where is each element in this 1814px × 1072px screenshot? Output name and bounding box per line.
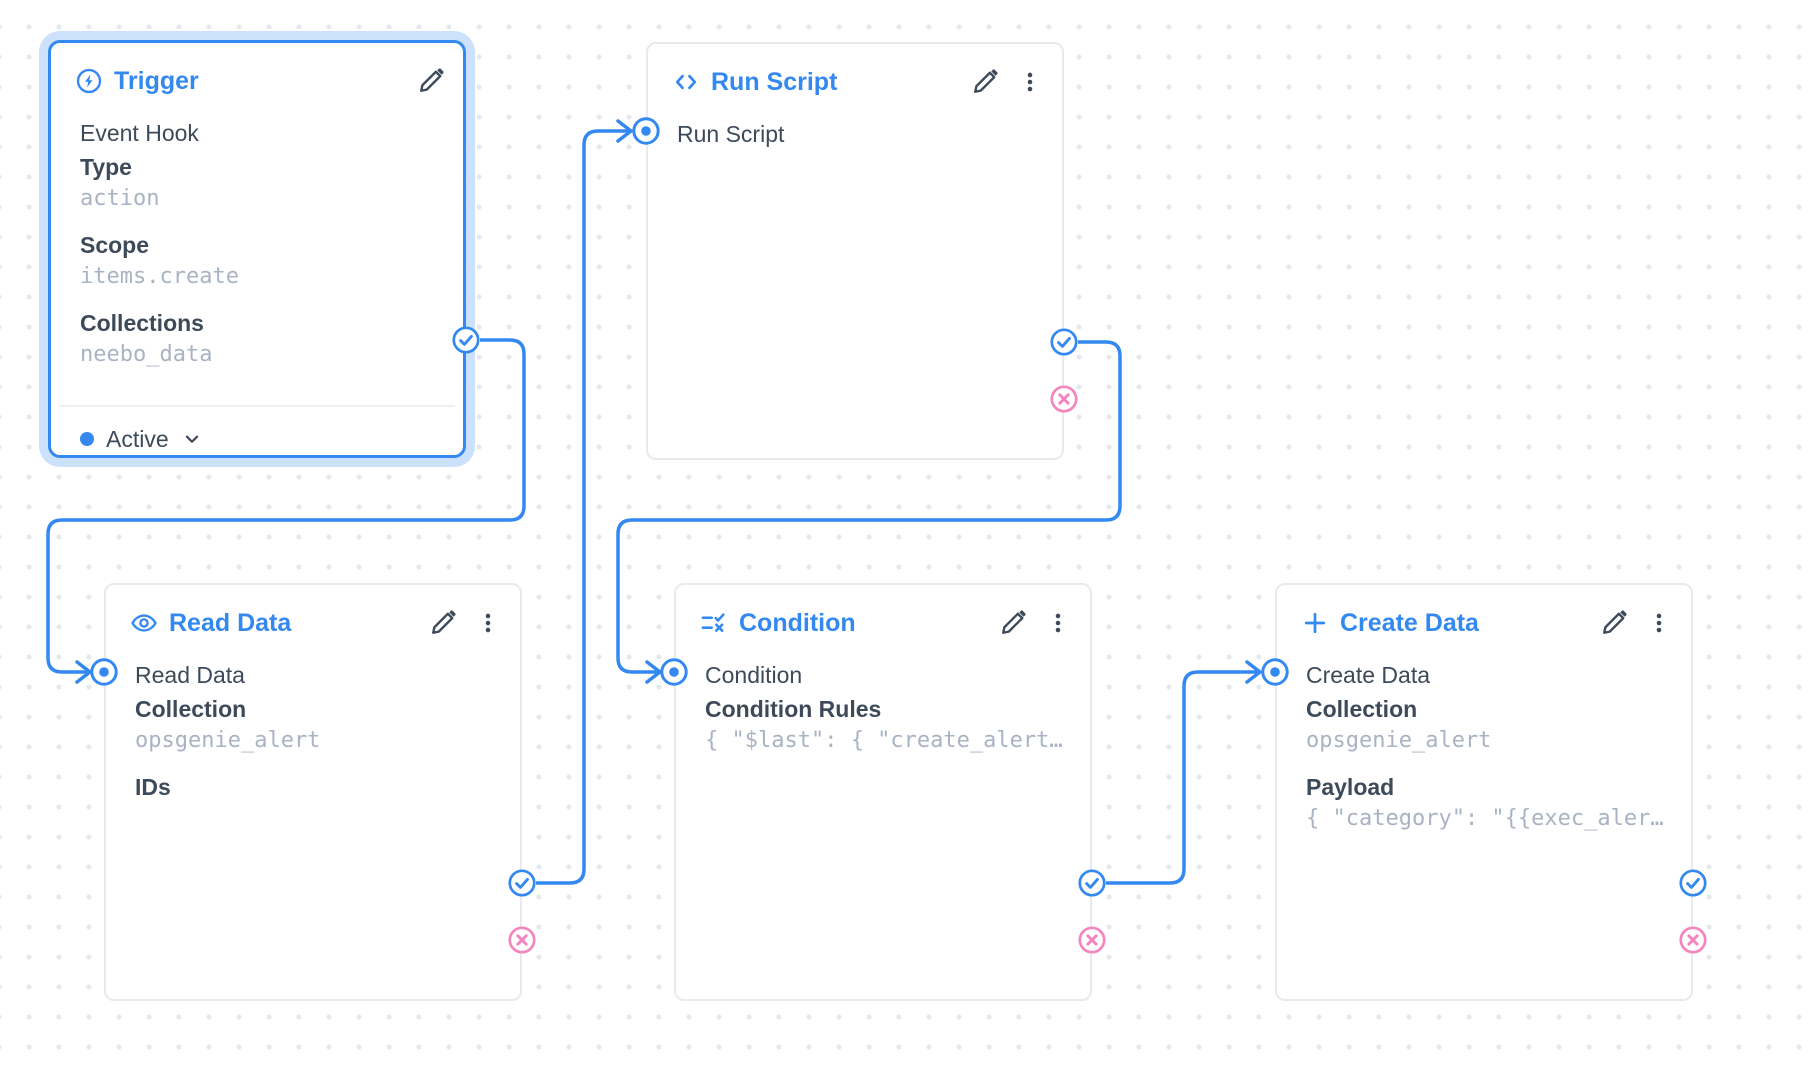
step-name: Condition [705,662,803,688]
node-title: Run Script [711,67,838,96]
node-trigger[interactable]: Trigger Event Hook Type action Scope ite… [48,40,466,458]
node-title: Condition [739,608,856,637]
menu-button[interactable] [1643,607,1675,639]
field-label: Condition Rules [705,696,882,722]
node-header: Create Data [1301,607,1675,639]
check-circle-icon [1078,869,1106,897]
reject-handle[interactable] [1049,384,1079,414]
field-label: Type [80,154,132,180]
status-toggle[interactable]: Active [80,424,203,454]
edit-button[interactable] [415,65,447,97]
menu-button[interactable] [1014,66,1046,98]
plus-icon [1301,609,1329,637]
status-dot-icon [80,432,94,446]
reject-handle[interactable] [1077,925,1107,955]
pencil-icon [974,69,998,93]
resolve-handle[interactable] [1049,327,1079,357]
check-circle-icon [508,869,536,897]
check-circle-icon [1679,869,1707,897]
x-circle-icon [1050,385,1078,413]
node-read-data[interactable]: Read Data Read Data Collection opsgenie_… [104,583,522,1001]
input-handle[interactable] [659,657,689,687]
node-condition[interactable]: Condition Condition Condition Rules { "$… [674,583,1092,1001]
status-label: Active [106,425,169,452]
kebab-menu-icon [1055,613,1061,633]
step-name: Run Script [677,121,785,147]
connection-condition-to-create-data [1106,670,1258,885]
x-circle-icon [1078,926,1106,954]
step-name: Create Data [1306,662,1431,688]
node-header: Read Data [130,607,504,639]
field-value: action [80,186,160,211]
dot-circle-icon [660,658,688,686]
dot-circle-icon [90,658,118,686]
dot-circle-icon [632,117,660,145]
connection-read-data-to-run-script [536,129,629,885]
field-label: IDs [135,774,171,800]
check-circle-icon [452,326,480,354]
edit-button[interactable] [997,607,1029,639]
input-handle[interactable] [1260,657,1290,687]
arrowhead-icon [645,660,662,684]
bolt-circle-icon [75,67,103,95]
field-label: Scope [80,232,150,258]
menu-button[interactable] [472,607,504,639]
code-icon [672,68,700,96]
arrowhead-icon [1245,660,1262,684]
step-name: Read Data [135,662,245,688]
kebab-menu-icon [485,613,491,633]
connection-run-script-to-condition [616,340,1122,674]
resolve-handle[interactable] [1678,868,1708,898]
arrowhead-icon [75,660,92,684]
resolve-handle[interactable] [451,325,481,355]
field-value: { "category": "{{exec_aler… [1306,806,1664,831]
pencil-icon [1603,610,1627,634]
divider [59,405,455,407]
node-header: Trigger [75,65,447,97]
reject-handle[interactable] [1678,925,1708,955]
field-label: Collection [135,696,247,722]
connection-trigger-to-read-data [46,338,526,674]
pencil-icon [432,610,456,634]
resolve-handle[interactable] [507,868,537,898]
field-value: { "$last": { "create_alert… [705,728,1063,753]
edit-button[interactable] [427,607,459,639]
node-create-data[interactable]: Create Data Create Data Collection opsge… [1275,583,1693,1001]
x-circle-icon [508,926,536,954]
edit-button[interactable] [1598,607,1630,639]
node-title: Read Data [169,608,292,637]
node-title: Create Data [1340,608,1479,637]
field-label: Payload [1306,774,1395,800]
reject-handle[interactable] [507,925,537,955]
check-circle-icon [1050,328,1078,356]
eye-icon [130,609,158,637]
pencil-icon [1002,610,1026,634]
input-handle[interactable] [89,657,119,687]
edit-button[interactable] [969,66,1001,98]
node-run-script[interactable]: Run Script Run Script [646,42,1064,460]
field-value: items.create [80,264,239,289]
menu-button[interactable] [1042,607,1074,639]
x-circle-icon [1679,926,1707,954]
node-header: Run Script [672,66,1046,98]
rule-icon [700,609,728,637]
node-header: Condition [700,607,1074,639]
resolve-handle[interactable] [1077,868,1107,898]
input-handle[interactable] [631,116,661,146]
trigger-type-label: Event Hook [80,120,199,146]
kebab-menu-icon [1027,72,1033,92]
arrowhead-icon [616,119,633,143]
field-value: neebo_data [80,342,213,367]
pencil-icon [420,68,444,92]
field-value: opsgenie_alert [135,728,321,753]
kebab-menu-icon [1656,613,1662,633]
field-label: Collections [80,310,204,336]
node-title: Trigger [114,66,199,95]
field-label: Collection [1306,696,1418,722]
chevron-down-icon [185,435,198,443]
dot-circle-icon [1261,658,1289,686]
field-value: opsgenie_alert [1306,728,1492,753]
